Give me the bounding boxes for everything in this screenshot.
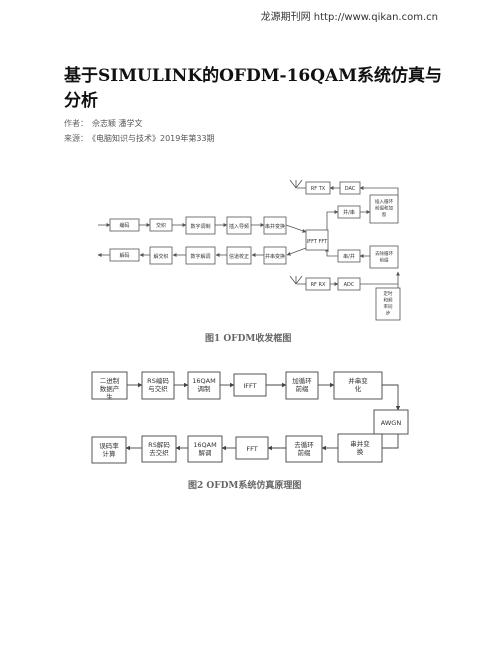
block-rs-dec (141, 435, 177, 463)
block-qam-demod (187, 435, 223, 463)
author-label: 作者： (64, 119, 88, 128)
label-sync: 定时和频率同步 (384, 290, 393, 317)
label-s-p: 串/并 (343, 253, 355, 260)
block-adc (337, 277, 361, 291)
figure2-caption: 图2 OFDM系统仿真原理图 (188, 481, 302, 491)
block-sp (337, 433, 383, 463)
label-ber: 误码率计算 (99, 441, 119, 458)
source-label: 来源： (64, 134, 88, 143)
block-channel-correct (226, 246, 252, 265)
block-source (91, 371, 128, 400)
block-qam-mod (187, 371, 221, 400)
article-title: 基于SIMULINK的OFDM-16QAM系统仿真与分析 (64, 66, 443, 111)
label-dac: DAC (345, 186, 356, 192)
figure1-diagram: 编码 交织 数字调制 插入导频 串并变换 IFFT FFT 解码 解交织 数字解… (97, 179, 401, 321)
label-p-s: 并/串 (343, 209, 355, 216)
block-add-cp (285, 371, 319, 400)
block-deinterleave (149, 246, 173, 265)
block-digital-demod (185, 246, 216, 265)
page-header: 龙源期刊网 http://www.qikan.com.cn (261, 8, 438, 23)
block-awgn (373, 409, 409, 435)
label-adc: ADC (344, 282, 355, 288)
label-encode: 编码 (119, 222, 129, 229)
label-rf-tx: RF TX (311, 186, 326, 192)
label-digital-mod: 数字调制 (190, 223, 210, 230)
block-sync (375, 287, 401, 321)
label-insert-cp: 插入循环前缀和加窗 (375, 198, 393, 218)
label-add-cp: 加循环前缀 (292, 376, 312, 393)
block-rm-cp (285, 435, 323, 463)
block-digital-mod (185, 216, 216, 235)
authors: 佘志颖 潘学文 (92, 119, 143, 128)
label-ifft-fft: IFFT FFT (307, 239, 328, 245)
block-decode (109, 248, 140, 262)
block-s-p (337, 249, 361, 263)
label-interleave: 交织 (156, 222, 166, 229)
label-rm-cp: 去循环前缀 (294, 440, 314, 457)
block-ifft-fft (305, 229, 329, 251)
block-fft (235, 436, 269, 460)
block-sp-convert (263, 216, 287, 235)
label-rs-enc: RS编码与交织 (147, 376, 169, 393)
header-site: 龙源期刊网 (260, 12, 311, 23)
block-dac (339, 181, 361, 195)
source-line: 来源： 《电脑知识与技术》2019年第33期 (64, 133, 215, 144)
block-rf-rx (305, 277, 331, 291)
label-sp-convert: 串并变换 (265, 223, 285, 230)
label-rs-dec: RS解码去交织 (148, 440, 170, 457)
block-ps (333, 371, 383, 400)
label-deinterleave: 解交织 (153, 253, 168, 260)
block-ber (91, 436, 127, 464)
label-insert-pilot: 插入导频 (229, 223, 249, 230)
source: 《电脑知识与技术》2019年第33期 (92, 134, 215, 143)
block-insert-pilot (226, 216, 252, 235)
block-ps-convert (263, 246, 287, 265)
label-remove-cp: 去除循环前缀 (375, 250, 393, 264)
label-ps: 并串变化 (348, 376, 368, 393)
header-url[interactable]: http://www.qikan.com.cn (313, 12, 438, 23)
label-fft: FFT (246, 445, 257, 453)
label-sp: 串并变换 (350, 439, 370, 456)
figure1-caption: 图1 OFDM收发框图 (205, 334, 292, 344)
label-decode: 解码 (119, 252, 129, 259)
label-digital-demod: 数字解调 (190, 253, 210, 260)
label-ps-convert: 并串变换 (265, 253, 285, 260)
label-awgn: AWGN (381, 419, 402, 427)
block-p-s (337, 205, 361, 219)
author-line: 作者： 佘志颖 潘学文 (64, 118, 143, 129)
label-channel-correct: 信道校正 (229, 253, 249, 260)
label-rf-rx: RF RX (311, 282, 326, 288)
block-ifft (233, 373, 267, 397)
block-remove-cp (369, 245, 399, 269)
block-encode (109, 218, 140, 232)
label-source: 二进制数据产生 (100, 376, 120, 401)
label-ifft: IFFT (243, 382, 256, 390)
block-insert-cp (369, 194, 399, 224)
block-rf-tx (305, 181, 331, 195)
block-interleave (149, 218, 173, 232)
block-rs-enc (141, 371, 175, 400)
